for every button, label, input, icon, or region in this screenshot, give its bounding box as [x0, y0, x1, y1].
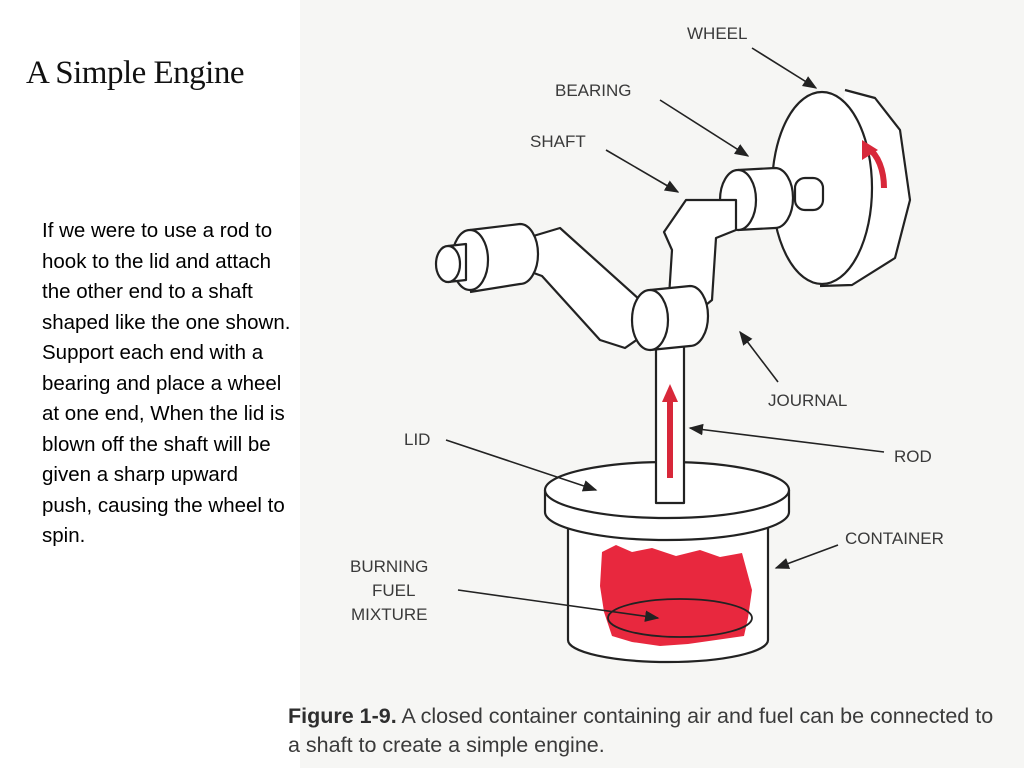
- paragraph-rod-and-shaft: If we were to use a rod to hook to the l…: [42, 219, 291, 334]
- label-wheel: WHEEL: [687, 24, 747, 43]
- container-leader-line: [774, 544, 839, 569]
- label-lid: LID: [404, 430, 430, 449]
- shaft-leader-line: [605, 149, 680, 193]
- wheel-arrow-head: [862, 140, 878, 160]
- caption-text: A closed container containing air and fu…: [288, 704, 994, 757]
- rod-leader-line: [688, 423, 885, 453]
- paragraph-bearing-and-wheel: Support each end with a bearing and plac…: [42, 341, 285, 547]
- fuel-leader-line: [457, 589, 660, 622]
- label-burning: BURNING: [350, 557, 428, 576]
- left-shaft-end: [434, 242, 468, 284]
- label-container: CONTAINER: [845, 529, 944, 548]
- shaft-stub: [793, 176, 825, 212]
- fuel-surface-outline: [607, 598, 753, 638]
- rod-arrow-head: [662, 384, 678, 402]
- body-text: If we were to use a rod to hook to the l…: [42, 216, 292, 552]
- figure-caption: Figure 1-9. A closed container containin…: [288, 702, 1008, 760]
- crank-arm-left: [518, 226, 650, 350]
- bearing-leader-line: [659, 99, 750, 157]
- journal: [630, 284, 710, 352]
- label-fuel: FUEL: [372, 581, 415, 600]
- lid-leader-line: [445, 439, 598, 492]
- label-bearing: BEARING: [555, 81, 632, 100]
- label-mixture: MIXTURE: [351, 605, 428, 624]
- burning-fuel-mixture: [600, 545, 752, 646]
- journal-leader-line: [739, 330, 779, 383]
- label-shaft: SHAFT: [530, 132, 586, 151]
- slide-title: A Simple Engine: [26, 55, 245, 91]
- figure-number: Figure 1-9.: [288, 704, 397, 728]
- label-journal: JOURNAL: [768, 391, 847, 410]
- label-rod: ROD: [894, 447, 932, 466]
- wheel-leader-line: [751, 47, 818, 89]
